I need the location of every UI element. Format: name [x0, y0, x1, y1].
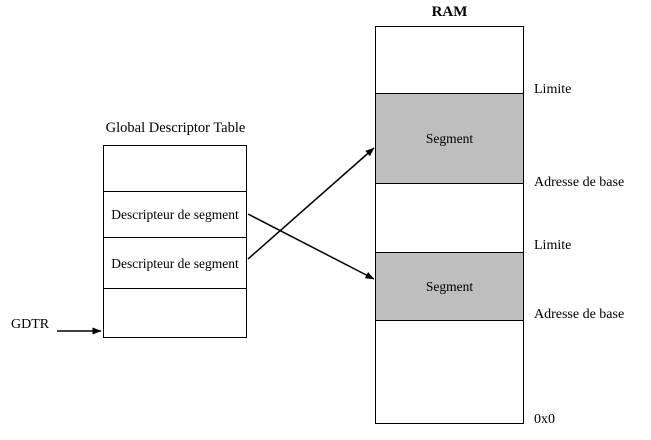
annotation-adresse-de-base-1: Adresse de base: [534, 175, 625, 190]
gdt-row-descriptor-2: Descripteur de segment: [104, 238, 246, 289]
ram-segment-label: Segment: [425, 130, 474, 146]
gdt-row-empty-bottom: [104, 289, 246, 336]
annotation-limite-2: Limite: [534, 238, 572, 253]
annotation-adresse-de-base-2: Adresse de base: [534, 307, 625, 322]
descriptor-1-to-segment-2-arrow: [247, 213, 375, 280]
gdtr-label: GDTR: [11, 317, 50, 332]
annotation-limite-1: Limite: [534, 82, 572, 97]
descriptor-2-to-segment-1-arrow: [247, 147, 375, 260]
ram-title: RAM: [431, 4, 468, 20]
gdt-row-label: Descripteur de segment: [111, 207, 239, 222]
gdt-row-empty-top: [104, 146, 246, 192]
ram-segment-2: Segment: [376, 252, 523, 321]
ram-segment-1: Segment: [376, 93, 523, 184]
ram-memory-block: Segment Segment: [375, 26, 524, 424]
gdt-row-label: Descripteur de segment: [111, 255, 239, 271]
global-descriptor-table: Descripteur de segment Descripteur de se…: [103, 145, 247, 338]
gdt-row-descriptor-1: Descripteur de segment: [104, 192, 246, 238]
ram-segment-label: Segment: [425, 278, 474, 294]
annotation-address-zero: 0x0: [534, 412, 555, 427]
gdt-title: Global Descriptor Table: [105, 120, 246, 136]
